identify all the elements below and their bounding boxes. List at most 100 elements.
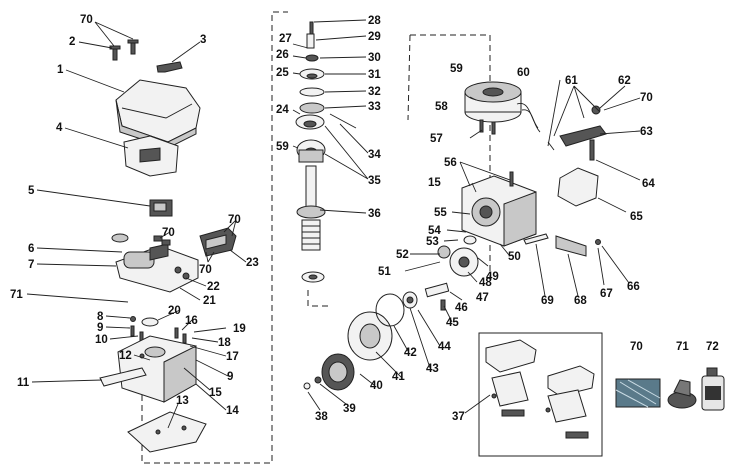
callout-27: 27 (279, 33, 292, 45)
callout-34: 34 (368, 149, 381, 161)
callout-53: 53 (426, 236, 439, 248)
encoder-61-64 (547, 105, 607, 161)
screws-9-10 (130, 325, 187, 344)
control-board-7 (111, 233, 199, 293)
callout-45: 45 (446, 317, 459, 329)
callout-15-left: 15 (209, 387, 222, 399)
callout-71: 71 (10, 289, 23, 301)
callout-15-right: 15 (428, 177, 441, 189)
gear-stack-47-53 (424, 235, 479, 311)
screw-8 (130, 316, 136, 322)
callout-54: 54 (428, 225, 441, 237)
gearbox-housing-15 (461, 171, 537, 247)
cover-65 (557, 167, 599, 207)
gasket-13 (127, 411, 207, 453)
callout-62: 62 (618, 75, 631, 87)
callout-labels: 70 2 3 1 4 5 6 7 71 8 9 10 12 11 13 14 1… (10, 14, 719, 423)
callout-37: 37 (452, 411, 465, 423)
callout-36: 36 (368, 208, 381, 220)
callout-28: 28 (368, 15, 381, 27)
leader-lines (26, 19, 641, 429)
callout-70-f: 70 (630, 341, 643, 353)
gear-38-40 (303, 353, 355, 391)
terminal-block-23 (199, 227, 237, 257)
callout-58: 58 (435, 101, 448, 113)
fuse-70 (153, 235, 171, 246)
callout-50: 50 (508, 251, 521, 263)
callout-20: 20 (168, 305, 181, 317)
callout-33: 33 (368, 101, 381, 113)
callout-31: 31 (368, 69, 381, 81)
gear-group-outline (307, 34, 490, 307)
callout-29: 29 (368, 31, 381, 43)
callout-18: 18 (218, 337, 231, 349)
screw-67 (595, 239, 601, 245)
callout-59-left: 59 (276, 141, 289, 153)
seal-20 (141, 317, 159, 327)
callout-60: 60 (517, 67, 530, 79)
callout-64: 64 (642, 178, 655, 190)
kit-37-frame (478, 332, 603, 457)
callout-65: 65 (630, 211, 643, 223)
callout-43: 43 (426, 363, 439, 375)
callout-35: 35 (368, 175, 381, 187)
motor-59 (464, 81, 541, 135)
callout-72: 72 (706, 341, 719, 353)
callout-8: 8 (97, 311, 104, 323)
callout-9-left: 9 (97, 322, 103, 334)
bag-71 (667, 379, 697, 409)
callout-46: 46 (455, 302, 468, 314)
callout-56: 56 (444, 157, 457, 169)
plate-69 (523, 233, 549, 245)
callout-52: 52 (396, 249, 409, 261)
callout-42: 42 (404, 347, 417, 359)
callout-30: 30 (368, 52, 381, 64)
bracket-4 (123, 135, 179, 177)
callout-16: 16 (185, 315, 198, 327)
callout-70-c: 70 (228, 214, 241, 226)
callout-70: 70 (80, 14, 93, 26)
callout-44: 44 (438, 341, 451, 353)
callout-48: 48 (479, 277, 492, 289)
callout-39: 39 (343, 403, 356, 415)
flange-41 (347, 291, 418, 361)
callout-21: 21 (203, 295, 216, 307)
callout-63: 63 (640, 126, 653, 138)
callout-68: 68 (574, 295, 587, 307)
callout-32: 32 (368, 86, 381, 98)
callout-10: 10 (95, 334, 108, 346)
callout-71-b: 71 (676, 341, 689, 353)
callout-24: 24 (276, 104, 289, 116)
callout-70-e: 70 (640, 92, 653, 104)
callout-59-top: 59 (450, 63, 463, 75)
callout-7: 7 (28, 259, 34, 271)
bracket-68 (555, 235, 587, 257)
callout-12: 12 (119, 350, 132, 362)
callout-47: 47 (476, 292, 489, 304)
callout-1: 1 (57, 64, 64, 76)
callout-13: 13 (176, 395, 189, 407)
callout-70-d: 70 (199, 264, 212, 276)
callout-23: 23 (246, 257, 259, 269)
clip-3 (156, 61, 183, 73)
callout-2: 2 (69, 36, 75, 48)
callout-38: 38 (315, 411, 328, 423)
callout-69: 69 (541, 295, 554, 307)
callout-57: 57 (430, 133, 443, 145)
bottle-72 (701, 367, 725, 411)
capacitor-5 (149, 199, 173, 217)
callout-9-right: 9 (227, 371, 233, 383)
callout-66: 66 (627, 281, 640, 293)
shaft-stack (295, 21, 357, 283)
callout-26: 26 (276, 49, 289, 61)
callout-40: 40 (370, 380, 383, 392)
callout-25: 25 (276, 67, 289, 79)
callout-14: 14 (226, 405, 239, 417)
callout-67: 67 (600, 288, 613, 300)
callout-22: 22 (207, 281, 220, 293)
callout-17: 17 (226, 351, 239, 363)
callout-3: 3 (200, 34, 206, 46)
callout-6: 6 (28, 243, 34, 255)
